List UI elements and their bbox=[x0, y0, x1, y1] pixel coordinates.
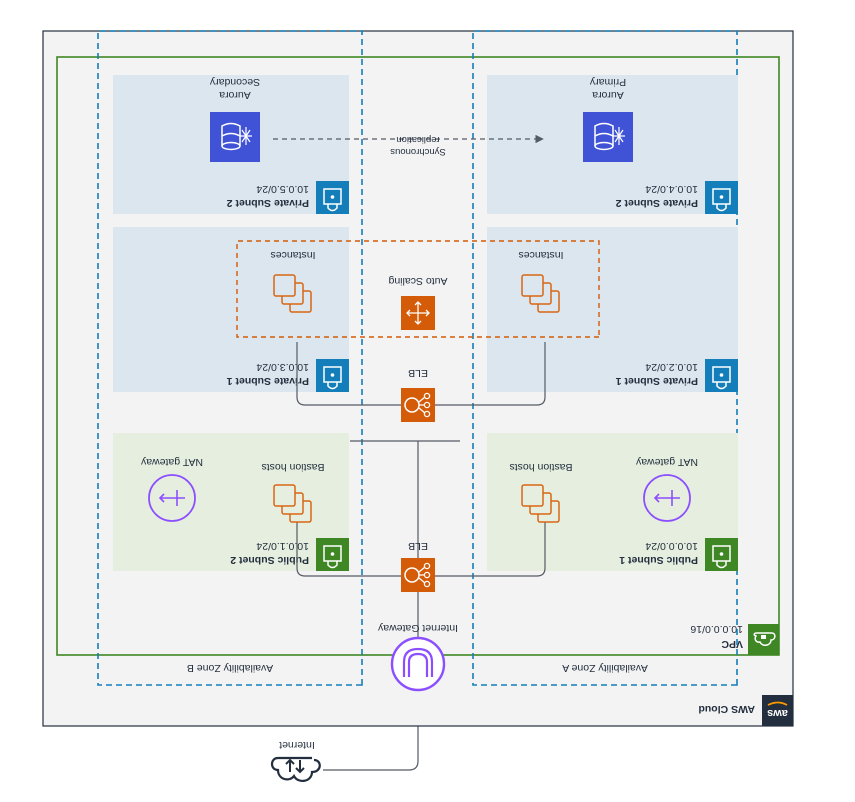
instances-a-label: Instances bbox=[519, 249, 564, 261]
bastion-hosts-a-label: Bastion hosts bbox=[509, 461, 572, 473]
public-subnet-1-lock-icon bbox=[705, 538, 738, 571]
public-subnet-1-cidr: 10.0.0.0/24 bbox=[645, 540, 698, 552]
aws-cloud-header: aws AWS Cloud bbox=[698, 695, 793, 726]
internet-gateway-icon bbox=[390, 636, 446, 692]
private-subnet-db-a-cidr: 10.0.4.0/24 bbox=[645, 183, 698, 195]
elb-public-to-bastion-a bbox=[435, 522, 546, 577]
nat-gateway-b-icon bbox=[148, 474, 196, 522]
bastion-hosts-a-icon bbox=[521, 484, 560, 523]
availability-zone-a-label: Availability Zone A bbox=[562, 662, 648, 674]
aurora-primary-icon bbox=[583, 112, 633, 162]
private-subnet-db-a-title: Private Subnet 2 bbox=[616, 197, 698, 209]
aws-logo-text: aws bbox=[767, 707, 788, 719]
auto-scaling-icon bbox=[401, 296, 435, 330]
private-subnet-app-a-lock-icon bbox=[705, 359, 738, 392]
private-subnet-app-b-lock-icon bbox=[316, 359, 349, 392]
vpc-label: VPC bbox=[721, 638, 743, 650]
nat-gateway-a-icon bbox=[643, 474, 691, 522]
elb-private-to-instances-a bbox=[435, 342, 546, 406]
internet-node: Internet bbox=[270, 739, 321, 782]
private-subnet-app-a-title: Private Subnet 1 bbox=[616, 375, 698, 387]
elb-public-icon bbox=[401, 558, 435, 592]
instances-b-icon bbox=[273, 274, 312, 313]
elb-public-to-bastion-b bbox=[296, 522, 401, 577]
public-subnet-2 bbox=[113, 433, 349, 571]
private-subnet-app-a bbox=[487, 227, 738, 392]
vpc-cloud-icon bbox=[753, 632, 776, 646]
bastion-hosts-b-icon bbox=[273, 484, 312, 523]
elb-private-icon bbox=[401, 388, 435, 422]
public-subnet-2-cidr: 10.0.1.0/24 bbox=[256, 540, 309, 552]
public-subnet-1-title: Public Subnet 1 bbox=[619, 554, 698, 566]
aurora-secondary-icon bbox=[210, 112, 260, 162]
internet-gateway-label: Internet Gateway bbox=[377, 622, 458, 634]
public-subnet-2-lock-icon bbox=[316, 538, 349, 571]
aurora-secondary-label-line1: Aurora bbox=[219, 89, 251, 101]
private-subnet-db-b-lock-icon bbox=[316, 181, 349, 214]
private-subnet-db-a-lock-icon bbox=[705, 181, 738, 214]
replication-label-line1: Synchronous bbox=[390, 146, 446, 157]
availability-zone-b-label: Availability Zone B bbox=[187, 662, 273, 674]
nat-gateway-b-label: NAT gateway bbox=[140, 456, 203, 468]
private-subnet-db-b-cidr: 10.0.5.0/24 bbox=[256, 183, 309, 195]
elb-public-to-private-elb bbox=[350, 440, 460, 560]
auto-scaling-label: Auto Scaling bbox=[388, 275, 447, 287]
public-subnet-2-title: Public Subnet 2 bbox=[230, 554, 309, 566]
nat-gateway-a-label: NAT gateway bbox=[635, 456, 698, 468]
private-subnet-app-b-cidr: 10.0.3.0/24 bbox=[256, 361, 309, 373]
availability-zone-b bbox=[97, 30, 363, 686]
private-subnet-app-b-title: Private Subnet 1 bbox=[227, 375, 309, 387]
replication-label-line2: replication bbox=[396, 134, 439, 145]
aws-cloud-label: AWS Cloud bbox=[698, 703, 755, 715]
availability-zone-a bbox=[472, 30, 738, 686]
elb-private-label: ELB bbox=[408, 367, 428, 379]
aurora-secondary-label-line2: Secondary bbox=[209, 76, 260, 88]
private-subnet-app-a-cidr: 10.0.2.0/24 bbox=[645, 361, 698, 373]
elb-public-label: ELB bbox=[408, 540, 428, 552]
private-subnet-db-b-title: Private Subnet 2 bbox=[227, 197, 309, 209]
aurora-primary-label-line1: Aurora bbox=[592, 89, 624, 101]
aws-logo bbox=[762, 695, 793, 726]
elb-private-to-instances-b bbox=[296, 342, 401, 406]
internet-link bbox=[323, 724, 419, 771]
vpc-cidr: 10.0.0.0/16 bbox=[690, 623, 743, 635]
aurora-primary-label-line2: Primary bbox=[589, 76, 626, 88]
bastion-hosts-b-label: Bastion hosts bbox=[261, 461, 324, 473]
instances-a-icon bbox=[521, 274, 560, 313]
auto-scaling-group bbox=[236, 240, 600, 338]
internet-cloud-icon bbox=[270, 756, 321, 782]
internet-label: Internet bbox=[279, 739, 315, 751]
instances-b-label: Instances bbox=[271, 249, 316, 261]
